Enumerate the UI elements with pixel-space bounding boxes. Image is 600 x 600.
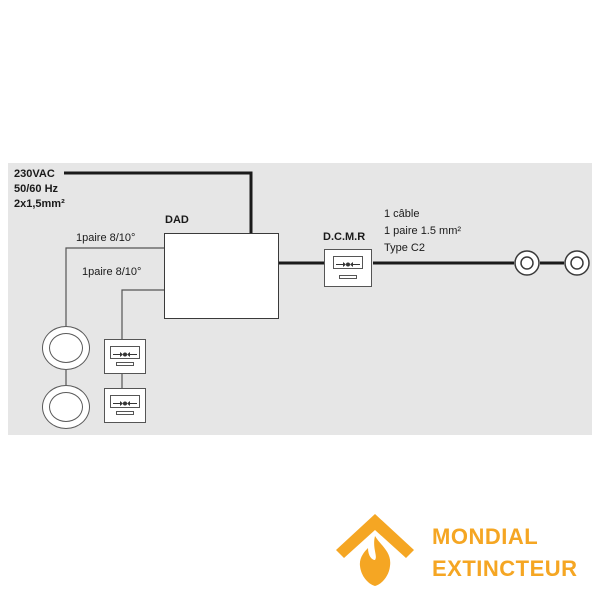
brand-name-line1: MONDIAL [432,524,539,549]
detector-loop-wire [65,247,164,326]
power-supply-wire [64,171,253,236]
sounder-icon [564,250,590,276]
smoke-detector-icon [42,326,90,370]
callpoint-loop-wire [121,289,164,339]
smoke-detector-icon [42,385,90,429]
dcmr-unit [324,249,372,287]
manual-trigger-icon [110,395,140,408]
dcmr-indicator [339,275,357,279]
manual-call-point [104,339,146,374]
flame-diamond-icon [336,514,414,586]
dad-label: DAD [165,214,189,226]
call-point-indicator [116,411,134,415]
brand-name-line2: EXTINCTEUR [432,556,578,581]
loop-lower-label: 1paire 8/10° [82,266,142,278]
manual-trigger-icon [333,256,363,269]
output-cable-line1: 1 câble [384,208,420,220]
supply-voltage: 230VAC [14,168,55,180]
supply-frequency: 50/60 Hz [14,183,59,195]
output-cable-line2: 1 paire 1.5 mm² [384,225,462,237]
dad-unit [164,233,279,319]
manual-trigger-icon [110,346,140,359]
dcmr-label: D.C.M.R [323,231,366,243]
call-point-indicator [116,362,134,366]
brand-logo: MONDIAL EXTINCTEUR [334,512,594,588]
sounder-icon [514,250,540,276]
output-cable-line3: Type C2 [384,242,425,254]
manual-call-point [104,388,146,423]
loop-upper-label: 1paire 8/10° [76,232,136,244]
supply-cable: 2x1,5mm² [14,198,65,210]
